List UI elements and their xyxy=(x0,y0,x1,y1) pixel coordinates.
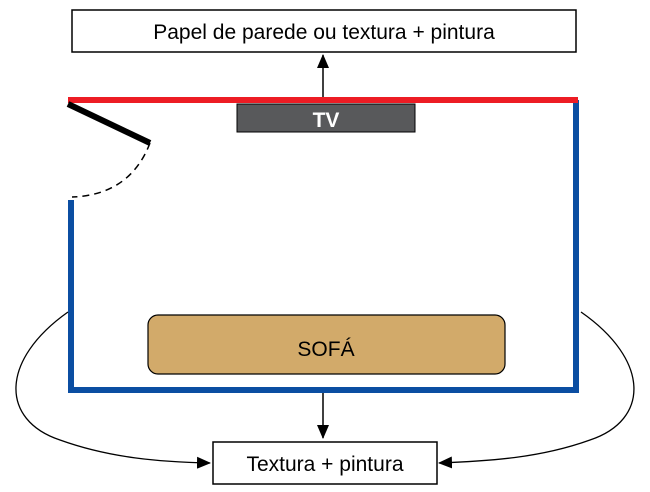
door-leaf xyxy=(66,101,152,146)
bottom-label-box: Textura + pintura xyxy=(212,441,438,485)
sofa: SOFÁ xyxy=(147,314,506,375)
sofa-label: SOFÁ xyxy=(297,338,354,361)
blue-walls xyxy=(68,100,579,393)
tv: TV xyxy=(236,103,416,133)
door-swing-arc xyxy=(71,142,151,198)
top-label-box: Papel de parede ou textura + pintura xyxy=(71,9,577,53)
bottom-label-text: Textura + pintura xyxy=(246,453,403,476)
arrow-right-wall-to-bottom-label xyxy=(438,311,635,469)
top-label-text: Papel de parede ou textura + pintura xyxy=(153,21,495,44)
tv-label: TV xyxy=(313,109,340,132)
arrow-left-wall-to-bottom-label xyxy=(15,311,211,469)
